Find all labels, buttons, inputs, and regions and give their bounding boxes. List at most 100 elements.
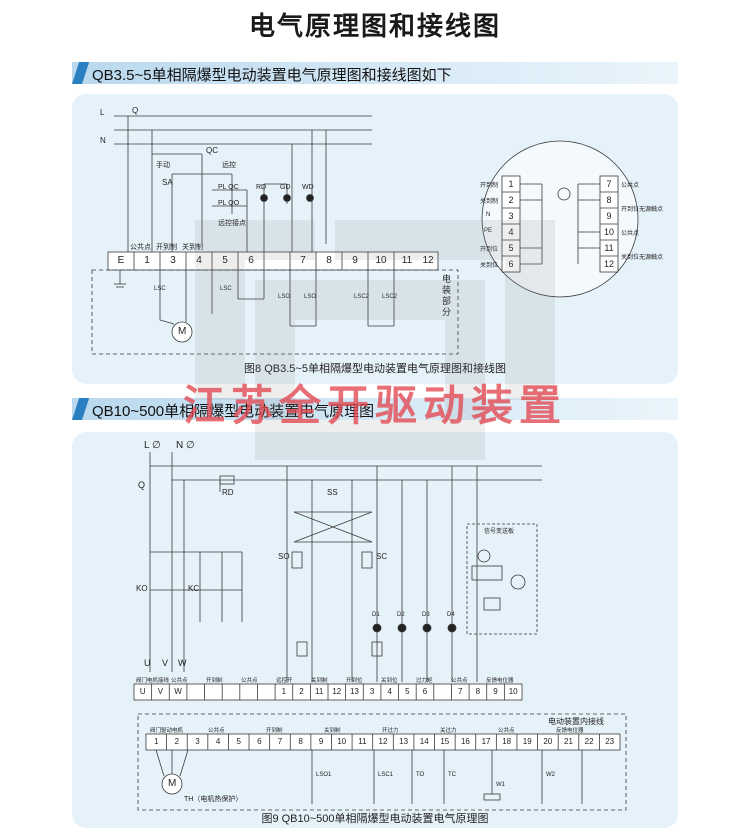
- circle-term-right: 9: [606, 211, 612, 221]
- figure-caption-8: 图8 QB3.5~5单相隔爆型电动装置电气原理图和接线图: [244, 363, 506, 375]
- circle-term-left: 3: [508, 211, 514, 221]
- label-so: SO: [278, 552, 290, 561]
- terminal: 1: [144, 255, 150, 266]
- lamp-label: D1: [372, 612, 380, 618]
- row2-terminal-cell: 9: [318, 737, 324, 746]
- lamp-label: D4: [447, 612, 455, 618]
- lsc2-label: LSC2: [354, 294, 370, 300]
- section-heading-1: QB3.5~5单相隔爆型电动装置电气原理图和接线图如下: [72, 62, 678, 84]
- label-l: L: [100, 108, 105, 117]
- device-part-label: 电装部分: [442, 274, 452, 317]
- lamp-label: D3: [422, 612, 430, 618]
- lsc-label: LSC: [154, 286, 166, 292]
- terminal: 6: [248, 255, 254, 266]
- row2-header: 开过力: [382, 728, 399, 734]
- circle-term-left: 2: [508, 195, 514, 205]
- bottom-label: TC: [448, 772, 456, 778]
- terminal: 4: [196, 255, 202, 266]
- heading-accent: [72, 398, 90, 420]
- row2-header: 反馈电位器: [556, 728, 584, 734]
- row2-header: 公共点: [208, 728, 225, 734]
- bottom-label: LSO1: [316, 772, 332, 778]
- row1-header: 公共点: [241, 678, 258, 684]
- circle-right-label: 公共点: [621, 231, 640, 237]
- row2-terminal-cell: 13: [399, 737, 409, 746]
- label-l: L ∅: [144, 440, 161, 451]
- label-manual: 手动: [156, 162, 170, 169]
- row2-terminal-cell: 18: [502, 737, 512, 746]
- circle-right-label: 开到位无源触点: [621, 207, 664, 213]
- row2-header: 关过力: [440, 728, 457, 734]
- lamp-label: D2: [397, 612, 405, 618]
- motor-symbol: M: [178, 326, 187, 337]
- row2-terminal-cell: 10: [337, 737, 347, 746]
- label-n: N: [100, 136, 106, 145]
- circle-term-left: 1: [508, 179, 514, 189]
- circle-term-right: 11: [604, 243, 614, 253]
- row2-header: 开到制: [266, 728, 283, 734]
- row1-terminal-cell: W: [174, 687, 182, 696]
- schematic-qb3-5: [91, 115, 639, 355]
- circle-term-right: 12: [603, 259, 614, 269]
- row1-terminal-cell: V: [157, 687, 164, 696]
- row1-terminal-cell: 7: [458, 687, 463, 696]
- row1-terminal-cell: 9: [493, 687, 498, 696]
- row1-terminal-cell: 11: [315, 687, 324, 696]
- row2-terminal-cell: 11: [358, 737, 367, 746]
- row1-terminal-cell: U: [139, 687, 146, 696]
- terminal: E: [117, 255, 125, 266]
- bottom-label: LSC1: [378, 772, 394, 778]
- circle-left-label: N: [486, 212, 491, 218]
- row2-terminal-cell: 5: [236, 737, 241, 746]
- circle-term-left: 4: [508, 227, 514, 237]
- label-plqo: PL QO: [218, 200, 240, 207]
- label-rd: RD: [256, 184, 267, 191]
- bottom-label: W2: [546, 772, 555, 778]
- row2-header: 关到制: [324, 728, 341, 734]
- row2-terminal-cell: 12: [378, 737, 388, 746]
- term-head-close: 关到制: [182, 244, 203, 251]
- circle-right-label: 公共点: [621, 183, 640, 189]
- row2-terminal-cell: 21: [564, 737, 573, 746]
- bottom-label: TO: [416, 772, 425, 778]
- row1-terminal-cell: 4: [387, 687, 392, 696]
- label-wd: WD: [302, 184, 314, 191]
- label-sa: SA: [162, 178, 173, 187]
- label-w: W: [178, 658, 187, 668]
- row1-header: 公共点: [451, 678, 468, 684]
- diagram-panel-1: L N Q QC SA 手动 远控 PL QC PL QO 远控接点 RD GD…: [72, 94, 678, 384]
- row2-terminal-cell: 3: [195, 737, 200, 746]
- label-ko: KO: [136, 584, 148, 593]
- row1-terminal-cell: 8: [475, 687, 481, 696]
- motor-symbol: M: [168, 778, 177, 789]
- terminal: 10: [375, 255, 387, 266]
- label-sc: SC: [376, 552, 388, 561]
- terminal: 8: [326, 255, 332, 266]
- row1-header: 反馈电位器: [486, 678, 514, 684]
- circle-term-left: 5: [508, 243, 514, 253]
- circle-term-right: 8: [606, 195, 612, 205]
- thermal-protect-label: TH（电机热保护）: [184, 796, 243, 803]
- row1-terminal-cell: 2: [299, 687, 304, 696]
- label-u: U: [144, 658, 151, 668]
- lso-label: LSO: [304, 294, 317, 300]
- label-q: Q: [132, 106, 139, 115]
- row1-terminal-cell: 10: [508, 687, 518, 696]
- section-heading-2-text: QB10~500单相隔爆型电动装置电气原理图: [92, 403, 375, 420]
- label-q: Q: [138, 480, 146, 490]
- row2-terminal-cell: 8: [298, 737, 303, 746]
- circle-right-label: 关到位无源触点: [621, 255, 664, 261]
- terminal: 11: [401, 255, 413, 266]
- row1-terminal-cell: 12: [332, 687, 342, 696]
- bottom-label: W1: [496, 782, 505, 788]
- circle-left-label: 关到制: [480, 199, 499, 205]
- terminal: 9: [352, 255, 358, 266]
- lsc-label: LSC: [220, 286, 232, 292]
- row2-terminal-cell: 22: [584, 737, 594, 746]
- row2-terminal-cell: 14: [419, 737, 429, 746]
- section-heading-2: QB10~500单相隔爆型电动装置电气原理图: [72, 398, 678, 420]
- row2-terminal-cell: 17: [481, 737, 491, 746]
- terminal: 12: [422, 255, 434, 266]
- term-head-open: 开到制: [156, 244, 177, 251]
- signal-board-label: 信号变送板: [484, 529, 515, 535]
